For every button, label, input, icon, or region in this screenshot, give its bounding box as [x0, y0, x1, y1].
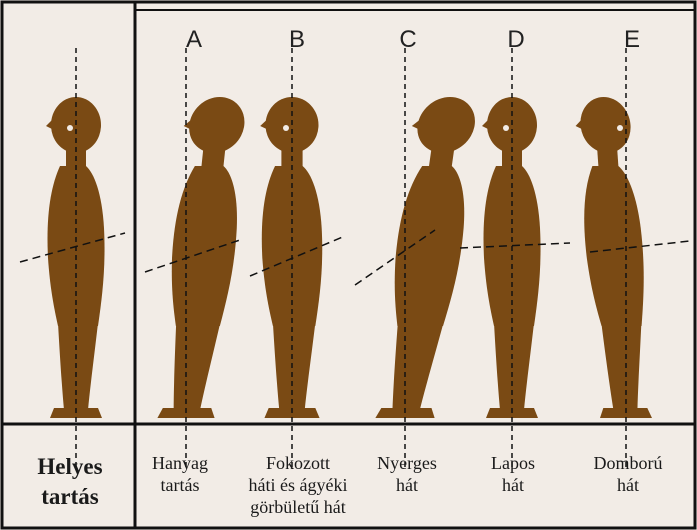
figure-a [145, 48, 251, 470]
figure-correct [20, 48, 125, 470]
figure-d-ear-mark [503, 125, 509, 131]
figure-b-ear-mark [283, 125, 289, 131]
label-letter-c: C [388, 26, 428, 54]
label-letter-e: E [612, 26, 652, 54]
figure-e-ear-mark [617, 125, 623, 131]
label-letter-d: D [496, 26, 536, 54]
figure-e-silhouette [574, 97, 655, 418]
figure-a-ear-mark [177, 125, 183, 131]
figure-c [355, 48, 483, 470]
figure-correct-ear-mark [67, 125, 73, 131]
figure-d [460, 48, 570, 470]
figure-b-silhouette [260, 97, 322, 418]
label-letter-a: A [174, 26, 214, 54]
label-letter-b: B [277, 26, 317, 54]
figure-e [574, 48, 690, 470]
figure-b [250, 48, 345, 470]
figure-c-silhouette [371, 97, 483, 418]
figure-c-ear-mark [396, 125, 402, 131]
figure-a-silhouette [153, 97, 251, 418]
figure-group [20, 48, 690, 470]
